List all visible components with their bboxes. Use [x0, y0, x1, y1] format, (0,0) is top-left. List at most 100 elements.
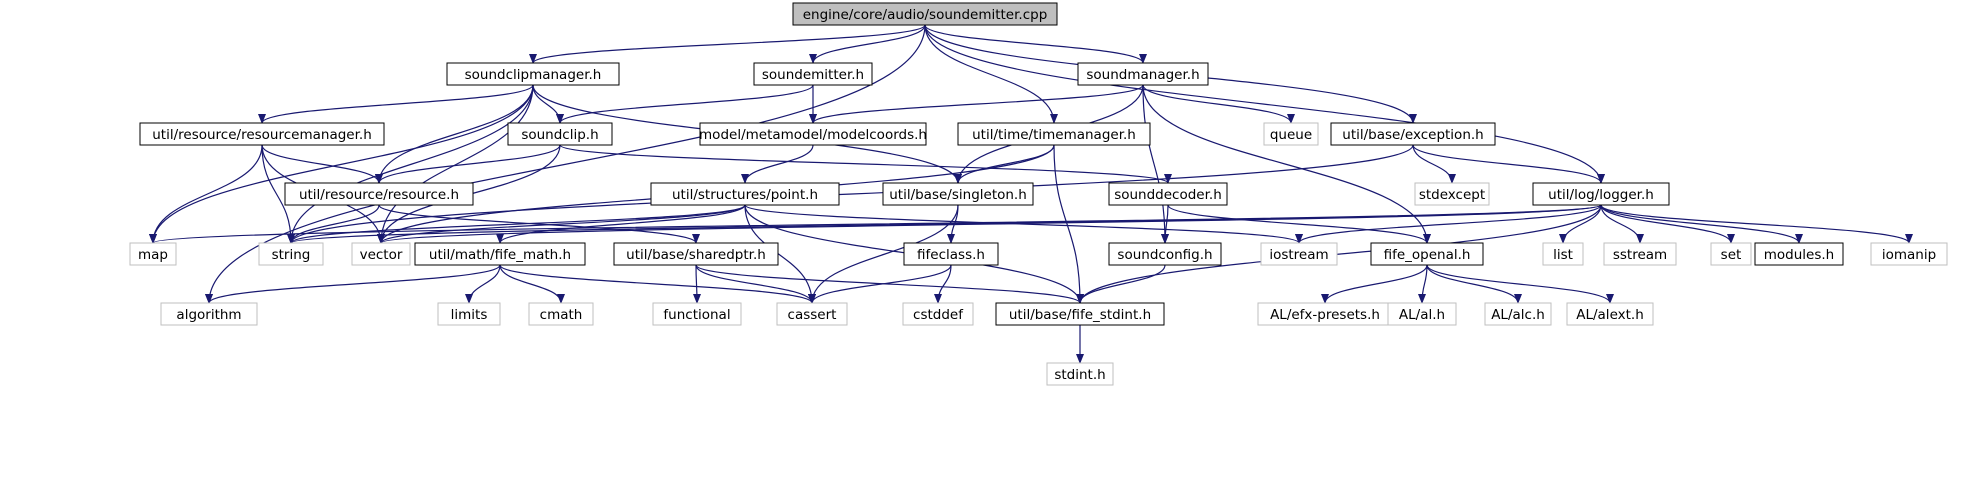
node-label: util/base/singleton.h [889, 187, 1027, 203]
node-timemanager[interactable]: util/time/timemanager.h [957, 122, 1151, 146]
edge-fife_math-to-cassert [499, 264, 816, 304]
node-fifeclass[interactable]: fifeclass.h [903, 242, 999, 266]
edge-logger-to-string [287, 204, 1602, 244]
node-modules[interactable]: modules.h [1754, 242, 1844, 266]
node-label: soundemitter.h [762, 67, 864, 83]
edge-soundclipmanager-to-vector [377, 84, 534, 244]
node-soundmanager[interactable]: soundmanager.h [1077, 62, 1209, 86]
node-modelcoords[interactable]: model/metamodel/modelcoords.h [699, 122, 927, 146]
node-box [1046, 362, 1114, 386]
edge-point-to-fife_math [496, 204, 746, 244]
node-soundconfig[interactable]: soundconfig.h [1108, 242, 1222, 266]
node-stdexcept[interactable]: stdexcept [1414, 182, 1490, 206]
edge-logger-to-fife_stdint [1076, 204, 1602, 304]
node-iomanip[interactable]: iomanip [1870, 242, 1948, 266]
node-string[interactable]: string [258, 242, 324, 266]
node-label: fifeclass.h [917, 247, 985, 263]
node-fife_openal[interactable]: fife_openal.h [1370, 242, 1484, 266]
edge-fifeclass-to-cassert [808, 264, 952, 304]
node-box [699, 122, 927, 146]
edge-fife_math-to-limits [465, 264, 501, 304]
edge-fife_math-to-algorithm [205, 264, 501, 304]
node-label: soundconfig.h [1117, 247, 1212, 263]
node-box [1108, 242, 1222, 266]
node-box [129, 242, 177, 266]
node-functional[interactable]: functional [652, 302, 742, 326]
node-sounddecoder[interactable]: sounddecoder.h [1108, 182, 1228, 206]
node-box [652, 302, 742, 326]
edge-fife_openal-to-alext [1426, 264, 1614, 304]
edge-logger-to-set [1600, 204, 1735, 244]
edge-soundmanager-to-soundconfig [1142, 84, 1169, 244]
edge-soundmanager-to-queue [1142, 84, 1295, 124]
node-box [613, 242, 779, 266]
edge-soundmanager-to-modelcoords [809, 84, 1144, 124]
edge-root-to-soundemitter_h [809, 24, 926, 64]
node-box [1566, 302, 1654, 326]
node-soundemitter_h[interactable]: soundemitter.h [753, 62, 873, 86]
node-cstddef[interactable]: cstddef [902, 302, 974, 326]
node-box [1484, 302, 1552, 326]
node-box [1077, 62, 1209, 86]
edge-logger-to-vector [377, 204, 1602, 244]
edge-soundconfig-to-fife_stdint [1076, 264, 1166, 304]
node-singleton[interactable]: util/base/singleton.h [882, 182, 1034, 206]
node-stdint[interactable]: stdint.h [1046, 362, 1114, 386]
node-box [957, 122, 1151, 146]
node-label: algorithm [176, 307, 241, 323]
edge-soundclipmanager-to-resourcemanager [258, 84, 534, 124]
node-root[interactable]: engine/core/audio/soundemitter.cpp [792, 2, 1058, 26]
node-logger[interactable]: util/log/logger.h [1532, 182, 1670, 206]
node-queue[interactable]: queue [1263, 122, 1319, 146]
node-alext[interactable]: AL/alext.h [1566, 302, 1654, 326]
node-label: util/math/fife_math.h [429, 247, 571, 263]
edge-fife_openal-to-alc [1426, 264, 1522, 304]
node-algorithm[interactable]: algorithm [160, 302, 258, 326]
node-sharedptr[interactable]: util/base/sharedptr.h [613, 242, 779, 266]
node-efx_presets[interactable]: AL/efx-presets.h [1257, 302, 1393, 326]
edge-root-to-timemanager [924, 24, 1058, 124]
node-box [351, 242, 411, 266]
node-box [446, 62, 620, 86]
node-vector[interactable]: vector [351, 242, 411, 266]
node-set[interactable]: set [1710, 242, 1752, 266]
edge-fife_openal-to-efx_presets [1321, 264, 1428, 304]
node-cassert[interactable]: cassert [776, 302, 848, 326]
node-fife_math[interactable]: util/math/fife_math.h [414, 242, 586, 266]
node-box [1754, 242, 1844, 266]
node-map[interactable]: map [129, 242, 177, 266]
node-alc[interactable]: AL/alc.h [1484, 302, 1552, 326]
node-al[interactable]: AL/al.h [1387, 302, 1457, 326]
node-resourcemanager[interactable]: util/resource/resourcemanager.h [139, 122, 385, 146]
edge-soundclip-to-resource [375, 144, 561, 184]
edge-soundclipmanager-to-map [149, 84, 534, 244]
node-soundclip[interactable]: soundclip.h [507, 122, 613, 146]
node-box [1387, 302, 1457, 326]
node-box [995, 302, 1165, 326]
node-box [258, 242, 324, 266]
node-resource[interactable]: util/resource/resource.h [284, 182, 474, 206]
node-soundclipmanager[interactable]: soundclipmanager.h [446, 62, 620, 86]
node-point[interactable]: util/structures/point.h [650, 182, 840, 206]
node-label: soundclipmanager.h [465, 67, 602, 83]
edge-timemanager-to-singleton [954, 144, 1055, 184]
node-iostream[interactable]: iostream [1260, 242, 1338, 266]
node-exception[interactable]: util/base/exception.h [1330, 122, 1496, 146]
node-fife_stdint[interactable]: util/base/fife_stdint.h [995, 302, 1165, 326]
node-limits[interactable]: limits [437, 302, 501, 326]
node-list[interactable]: list [1542, 242, 1584, 266]
node-label: model/metamodel/modelcoords.h [699, 127, 927, 143]
node-box [1870, 242, 1948, 266]
node-label: util/resource/resourcemanager.h [152, 127, 372, 143]
edge-logger-to-map [149, 204, 1602, 244]
node-label: list [1553, 247, 1573, 263]
node-box [776, 302, 848, 326]
node-box [1108, 182, 1228, 206]
node-label: set [1721, 247, 1742, 263]
node-sstream[interactable]: sstream [1603, 242, 1677, 266]
node-label: limits [451, 307, 488, 323]
node-label: sounddecoder.h [1114, 187, 1222, 203]
edge-logger-to-iostream [1295, 204, 1602, 244]
node-cmath[interactable]: cmath [528, 302, 594, 326]
node-label: cstddef [913, 307, 964, 323]
